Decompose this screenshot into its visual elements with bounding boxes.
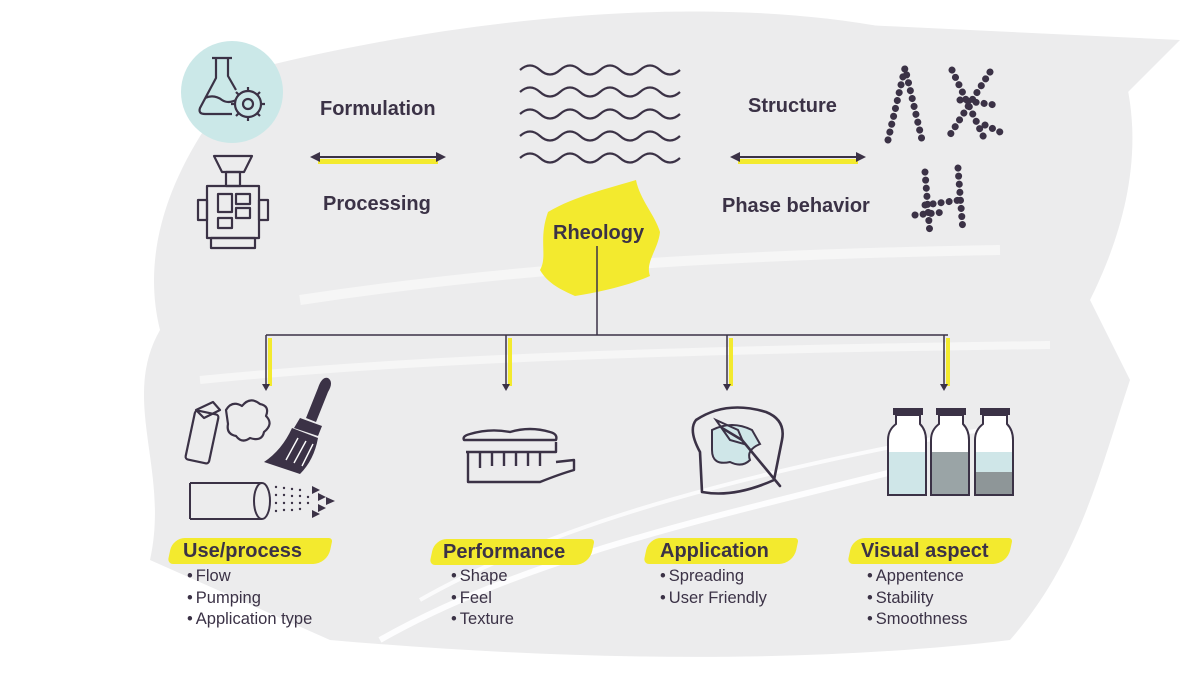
list-item: Texture (451, 609, 514, 631)
list-item: Smoothness (867, 609, 968, 631)
application-heading: Application (660, 540, 769, 562)
use-process-heading: Use/process (183, 540, 302, 562)
list-item: Pumping (187, 588, 312, 610)
visual-aspect-heading: Visual aspect (861, 540, 989, 562)
use-process-list: Flow Pumping Application type (187, 566, 313, 631)
rheology-label: Rheology (553, 222, 645, 244)
visual-aspect-list: Appentence Stability Smoothness (867, 566, 968, 631)
list-item: Flow (187, 566, 312, 588)
application-list: Spreading User Friendly (660, 566, 767, 609)
list-item: Stability (867, 588, 968, 610)
performance-list: Shape Feel Texture (451, 566, 514, 631)
phase-behavior-label: Phase behavior (722, 195, 870, 217)
list-item: Feel (451, 588, 514, 610)
performance-heading: Performance (443, 541, 566, 563)
structure-label: Structure (748, 95, 837, 117)
list-item: Spreading (660, 566, 767, 588)
list-item: User Friendly (660, 588, 767, 610)
formulation-label: Formulation (320, 98, 436, 120)
list-item: Appentence (867, 566, 968, 588)
processing-label: Processing (323, 193, 431, 215)
list-item: Application type (187, 609, 313, 631)
list-item: Shape (451, 566, 514, 588)
